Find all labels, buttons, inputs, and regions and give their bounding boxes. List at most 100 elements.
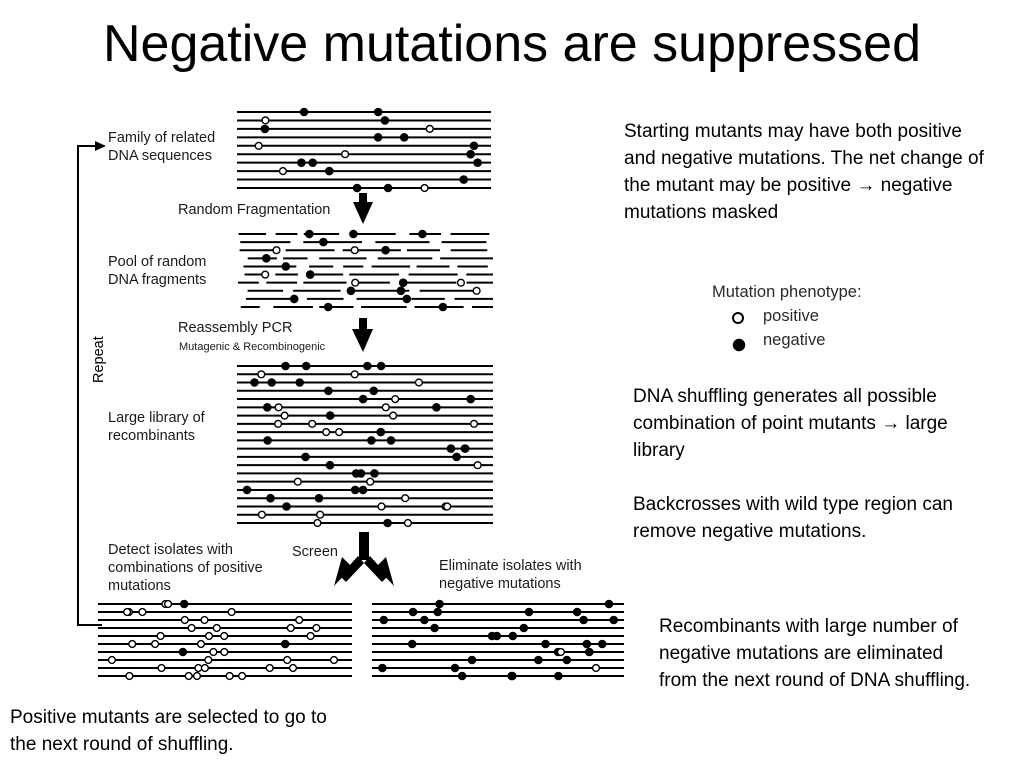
negative-mutation-marker <box>373 132 383 142</box>
negative-mutation-marker <box>459 175 469 184</box>
negative-mutation-marker <box>325 411 335 420</box>
note-starting-mutants: Starting mutants may have both positive … <box>624 118 984 226</box>
negative-mutation-marker <box>263 436 272 445</box>
positive-mutation-marker <box>257 370 266 379</box>
positive-mutation-marker <box>329 655 339 665</box>
negative-mutation-marker <box>450 663 460 673</box>
positive-mutation-marker <box>283 655 292 665</box>
negative-mutation-marker <box>324 386 333 396</box>
negative-mutation-marker <box>407 639 417 649</box>
positive-mutation-marker <box>151 639 160 649</box>
negative-mutation-marker <box>179 599 189 609</box>
positive-mutation-marker <box>220 631 229 641</box>
label-library: Large library of recombinants <box>108 410 205 444</box>
positive-mutation-marker <box>194 663 203 673</box>
positive-mutation-marker <box>316 510 325 519</box>
negative-mutation-marker <box>373 107 383 117</box>
negative-mutation-marker <box>579 615 588 625</box>
positive-mutation-marker <box>351 278 360 287</box>
note-backcrosses-text: Backcrosses with wild type region can re… <box>633 494 953 542</box>
negative-mutation-marker <box>349 229 358 239</box>
negative-mutation-marker <box>519 623 529 633</box>
negative-mutation-marker <box>408 607 418 617</box>
negative-mutation-marker <box>378 663 387 673</box>
note-recombinants-eliminated-text: Recombinants with large number of negati… <box>659 616 971 691</box>
positive-mutation-marker <box>473 461 482 470</box>
positive-mutation-marker <box>420 183 429 193</box>
negative-mutation-marker <box>301 361 311 371</box>
negative-mutation-marker <box>314 493 324 503</box>
positive-mutation-marker <box>192 671 202 681</box>
negative-mutation-marker <box>386 436 396 445</box>
negative-mutation-marker <box>524 607 534 617</box>
negative-mutation-marker <box>554 671 563 681</box>
positive-mutation-marker <box>403 518 413 528</box>
negative-mutation-marker <box>418 229 427 239</box>
negative-mutation-marker <box>358 485 368 495</box>
label-family: Family of related DNA sequences <box>108 130 216 164</box>
negative-mutation-marker <box>433 607 443 617</box>
negative-mutation-marker <box>402 294 412 304</box>
positive-mutation-marker <box>377 502 386 511</box>
positive-mutation-marker <box>591 663 601 673</box>
legend-title: Mutation phenotype: <box>712 283 862 301</box>
positive-mutation-marker <box>286 623 295 633</box>
negative-mutation-marker <box>367 436 376 445</box>
negative-mutation-marker <box>379 615 389 625</box>
negative-mutation-marker <box>242 485 252 495</box>
negative-mutation-marker <box>438 302 448 312</box>
positive-mutation-marker <box>125 671 134 681</box>
label-fragmentation: Random Fragmentation <box>178 202 331 218</box>
negative-mutation-marker <box>457 671 467 681</box>
family-sequences <box>237 107 491 193</box>
positive-mutation-marker <box>556 647 566 657</box>
negative-mutation-marker <box>582 639 592 649</box>
negative-mutation-marker <box>301 452 310 462</box>
positive-mutation-marker <box>280 411 289 420</box>
negative-mutation-marker <box>250 378 259 387</box>
positive-mutation-marker <box>261 270 270 279</box>
negative-mutation-marker <box>266 493 275 503</box>
negative-mutation-marker <box>383 183 393 193</box>
negative-mutation-marker <box>325 460 335 470</box>
negative-mutation-marker <box>299 107 309 117</box>
positive-mutation-marker <box>122 607 132 617</box>
screen-split-arrow <box>334 532 394 586</box>
positive-mutation-marker <box>164 599 173 609</box>
negative-mutation-marker <box>435 599 444 609</box>
legend-negative-label: negative <box>763 331 826 349</box>
positive-mutation-marker <box>308 419 317 428</box>
fragment-pool <box>237 229 493 312</box>
positive-mutation-marker <box>254 141 263 150</box>
positive-isolates <box>98 599 352 681</box>
negative-mutation-marker <box>398 278 408 288</box>
negative-mutation-marker <box>346 286 356 296</box>
label-reassembly-sub: Mutagenic & Recombinogenic <box>179 341 326 353</box>
positive-mutation-marker <box>157 663 166 673</box>
positive-mutation-marker <box>469 419 479 428</box>
negative-mutation-marker <box>534 655 543 665</box>
slide-title: Negative mutations are suppressed <box>102 15 921 73</box>
label-reassembly: Reassembly PCR <box>178 320 293 336</box>
positive-mutation-marker <box>312 623 321 633</box>
label-detect: Detect isolates with combinations of pos… <box>108 542 263 594</box>
negative-mutation-marker <box>399 132 409 142</box>
positive-mutation-marker <box>196 639 206 649</box>
note-positive-selected: Positive mutants are selected to go to t… <box>10 704 355 758</box>
negative-mutation-marker <box>492 631 502 641</box>
negative-mutation-marker <box>469 141 479 151</box>
positive-mutation-marker <box>306 631 315 641</box>
negative-mutation-marker <box>460 444 470 453</box>
dna-sequence-groups <box>98 107 624 681</box>
repeat-arrowhead <box>95 141 106 151</box>
recombinant-library <box>237 361 493 528</box>
negative-mutation-marker <box>604 599 614 609</box>
negative-mutation-marker <box>609 615 619 625</box>
label-screen: Screen <box>292 544 338 560</box>
positive-mutation-marker <box>274 403 283 412</box>
negative-mutation-marker <box>370 469 379 478</box>
negative-mutation-marker <box>466 394 476 404</box>
negative-mutation-marker <box>281 361 290 371</box>
note-positive-selected-text: Positive mutants are selected to go to t… <box>10 707 327 755</box>
negative-mutation-marker <box>597 639 607 649</box>
